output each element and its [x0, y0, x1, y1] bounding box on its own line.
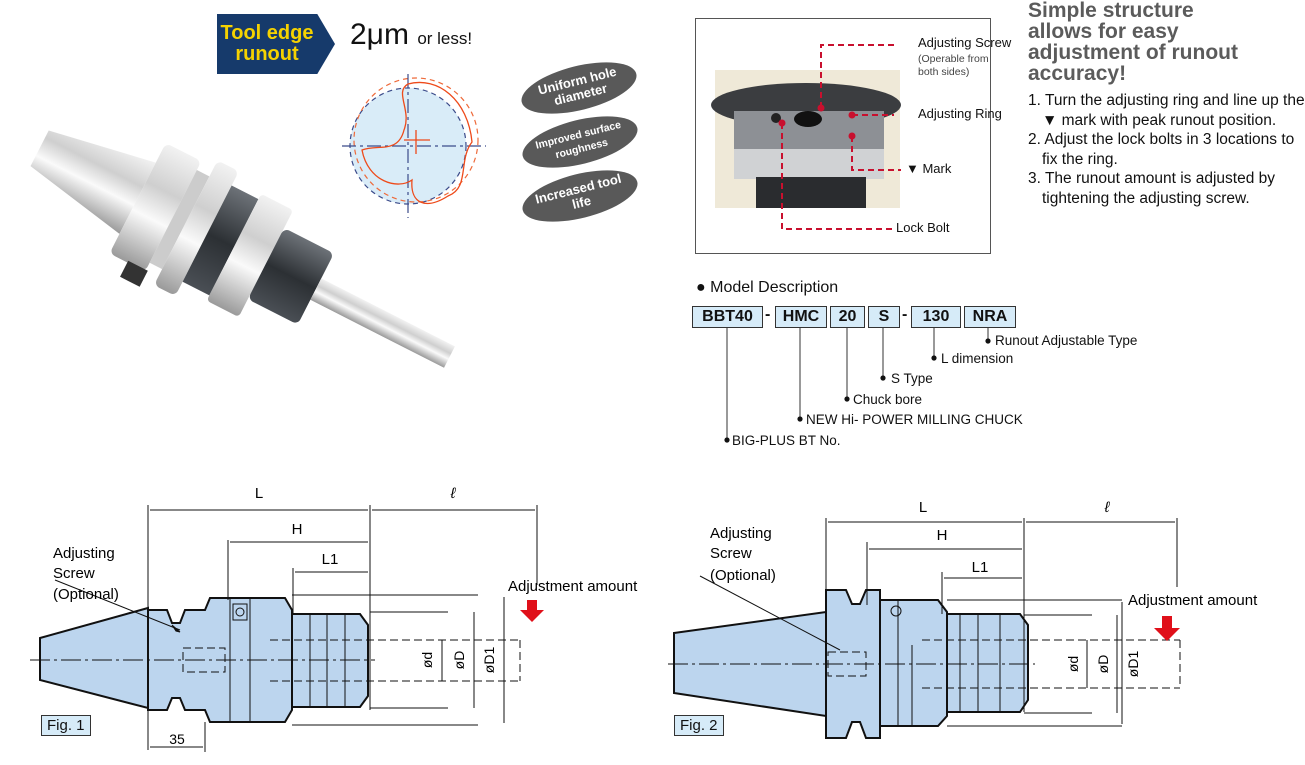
model-description-title: ● Model Description — [696, 279, 839, 296]
adjustment-arrow-icon — [520, 600, 544, 622]
dim-L1: L1 — [322, 551, 339, 568]
callout-line3: (Optional) — [710, 567, 776, 584]
callout-line2: Screw — [53, 565, 95, 582]
flange — [825, 589, 881, 739]
instruction-step: 1. Turn the adjusting ring and line up t… — [1028, 92, 1305, 129]
dim-H: H — [292, 521, 303, 538]
headline-line: accuracy! — [1028, 62, 1127, 85]
model-code-nra: NRA — [964, 306, 1016, 328]
dim-L1: L1 — [972, 559, 989, 576]
dim-d: ød — [1065, 656, 1081, 672]
adjustment-arrow-icon — [1154, 616, 1180, 641]
adjustment-label: Adjustment amount — [1128, 592, 1258, 609]
model-separator: - — [902, 306, 908, 323]
callout-mark — [851, 136, 901, 171]
product-photo — [30, 130, 455, 368]
runout-diagram — [342, 74, 486, 218]
benefit-text: Improved surface roughness — [534, 118, 623, 162]
figure-1-label: Fig. 1 — [41, 715, 91, 736]
spec-suffix: or less! — [417, 29, 473, 48]
label-mark: ▼ Mark — [906, 161, 952, 176]
figure-2-drawing: L H L1 ℓ Adjustment amount ød øD øD1 Adj… — [668, 499, 1258, 739]
instruction-steps: 1. Turn the adjusting ring and line up t… — [1028, 91, 1305, 208]
dim-H: H — [937, 527, 948, 544]
instruction-step: 3. The runout amount is adjusted by tigh… — [1028, 170, 1276, 207]
model-meaning-20: Chuck bore — [853, 392, 923, 407]
model-meaning-nra: Runout Adjustable Type — [995, 333, 1138, 348]
benefit-badge: Increased tool life — [517, 160, 643, 232]
model-code-s: S — [868, 306, 900, 328]
benefit-text: Increased tool life — [533, 170, 623, 212]
model-code-hmc: HMC — [775, 306, 827, 328]
benefit-badge: Uniform hole diameter — [516, 52, 642, 124]
benefit-badge: Improved surface roughness — [517, 106, 643, 178]
adjustment-label: Adjustment amount — [508, 578, 638, 595]
dim-D: øD — [451, 651, 467, 670]
label-adjusting-screw: Adjusting Screw — [918, 35, 1012, 50]
figure-2-label: Fig. 2 — [674, 715, 724, 736]
tool-holder-image — [30, 130, 455, 368]
taper — [39, 606, 149, 710]
dim-L: L — [919, 499, 927, 516]
model-meaning-hmc: NEW Hi- POWER MILLING CHUCK — [806, 412, 1023, 427]
model-code-20: 20 — [830, 306, 865, 328]
body — [879, 599, 948, 727]
banner-text: Tool edge runout — [220, 22, 314, 65]
dim-d: ød — [419, 652, 435, 668]
model-code-bbt40: BBT40 — [692, 306, 763, 328]
model-meaning-s: S Type — [891, 371, 933, 386]
headline-line: allows for easy — [1028, 20, 1179, 43]
model-meaning-130: L dimension — [941, 351, 1014, 366]
dim-D1: øD1 — [1125, 651, 1141, 678]
callout-line1: Adjusting — [710, 525, 772, 542]
flute-profile — [361, 81, 473, 205]
dim-L: L — [255, 485, 263, 502]
instruction-step: 2. Adjust the lock bolts in 3 locations … — [1028, 131, 1295, 168]
label-adjusting-ring: Adjusting Ring — [918, 106, 1002, 121]
nut — [291, 613, 369, 708]
callout-adjusting-screw — [820, 44, 894, 108]
label-adjusting-screw-note: (Operable from both sides) — [918, 53, 989, 78]
model-separator: - — [765, 306, 771, 323]
dim-l: ℓ — [1104, 499, 1111, 516]
label-lock-bolt: Lock Bolt — [896, 220, 950, 235]
callout-lock-bolt — [781, 123, 894, 230]
tool-edge-runout-banner: Tool edge runout — [217, 14, 335, 74]
model-meaning-bbt40: BIG-PLUS BT No. — [732, 433, 841, 448]
dim-D1: øD1 — [481, 647, 497, 674]
dim-D: øD — [1095, 655, 1111, 674]
dim-35: 35 — [169, 731, 185, 747]
figure-1-drawing: L H L1 ℓ 35 Adjustment amount ød øD øD1 … — [30, 485, 638, 752]
headline-line: adjustment of runout — [1028, 41, 1238, 64]
nut — [946, 613, 1029, 713]
callout-line3: (Optional) — [53, 586, 119, 603]
runout-circle — [353, 77, 479, 203]
benefit-text: Uniform hole diameter — [536, 63, 618, 109]
model-leader-lines — [724, 328, 991, 443]
callout-line1: Adjusting — [53, 545, 115, 562]
callout-line2: Screw — [710, 545, 752, 562]
headline-line: Simple structure — [1028, 0, 1194, 22]
model-code-130: 130 — [911, 306, 961, 328]
adjustment-detail-inset: Adjusting Screw (Operable from both side… — [695, 18, 1011, 254]
runout-spec: 2μm or less! — [350, 18, 472, 52]
ring-photo — [711, 44, 901, 230]
spec-value: 2μm — [350, 18, 409, 51]
dim-l: ℓ — [450, 485, 457, 502]
